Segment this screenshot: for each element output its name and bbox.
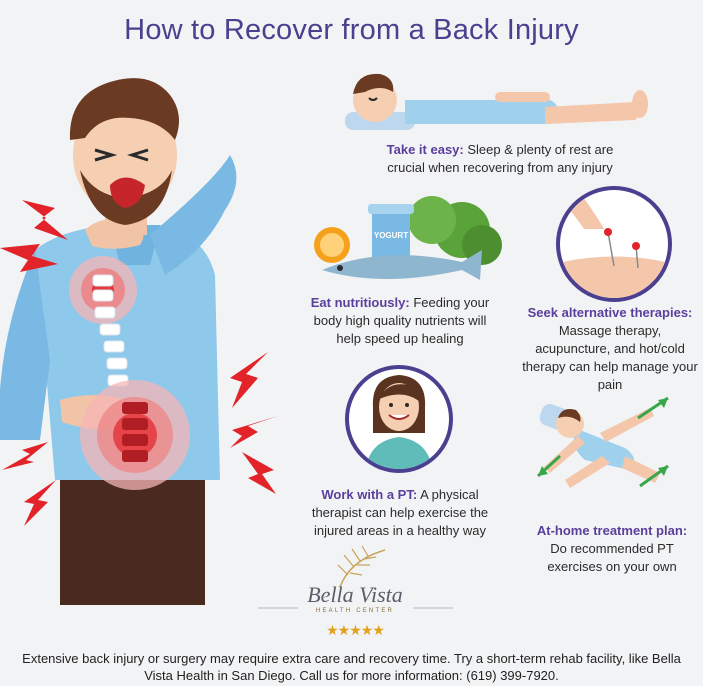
footer-text: Extensive back injury or surgery may req… (22, 651, 681, 683)
tip-heading: At-home treatment plan: (536, 523, 688, 538)
tip-text: A physical therapist can help exercise t… (311, 487, 489, 538)
physical-therapist-illustration (345, 365, 453, 473)
tip-eat-nutritiously: Eat nutritiously: Feeding your body high… (300, 294, 500, 348)
tip-text: Feeding your body high quality nutrients… (313, 295, 490, 346)
pain-bolt-icon (242, 452, 276, 494)
logo-subtitle: HEALTH CENTER (315, 608, 395, 614)
pain-bolt-icon (24, 480, 56, 526)
tip-work-with-pt: Work with a PT: A physical therapist can… (310, 486, 490, 540)
acupuncture-illustration (556, 186, 672, 302)
tip-text: Sleep & plenty of rest are crucial when … (387, 142, 614, 175)
tip-text: Massage therapy, acupuncture, and hot/co… (522, 323, 698, 392)
pain-bolt-icon (0, 244, 58, 272)
rating-stars: ★★★★★ (326, 622, 385, 638)
tip-text: Do recommended PT exercises on your own (547, 541, 677, 574)
logo-divider (258, 607, 453, 609)
healthy-food-illustration: YOGURT (314, 196, 502, 280)
sleeping-person-illustration (345, 73, 648, 130)
tip-at-home-treatment: At-home treatment plan: Do recommended P… (532, 522, 692, 576)
tip-alternative-therapies: Seek alternative therapies: Massage ther… (520, 304, 700, 394)
palm-leaf-icon (337, 545, 386, 588)
page-title: How to Recover from a Back Injury (124, 14, 579, 46)
pain-bolt-icon (230, 416, 278, 448)
tip-heading: Eat nutritiously: (310, 295, 410, 310)
tip-take-it-easy: Take it easy: Sleep & plenty of rest are… (370, 141, 630, 177)
pain-bolt-icon (230, 352, 268, 408)
yogurt-label: YOGURT (374, 231, 408, 240)
pain-bolt-icon (2, 442, 48, 470)
man-with-back-pain-illustration (0, 78, 237, 605)
pain-bolt-icon (22, 200, 68, 240)
tip-heading: Work with a PT: (321, 487, 418, 502)
tip-heading: Seek alternative therapies: (527, 305, 693, 320)
tip-heading: Take it easy: (386, 142, 464, 157)
home-exercise-illustration (536, 396, 669, 488)
logo-name: Bella Vista (307, 582, 403, 607)
